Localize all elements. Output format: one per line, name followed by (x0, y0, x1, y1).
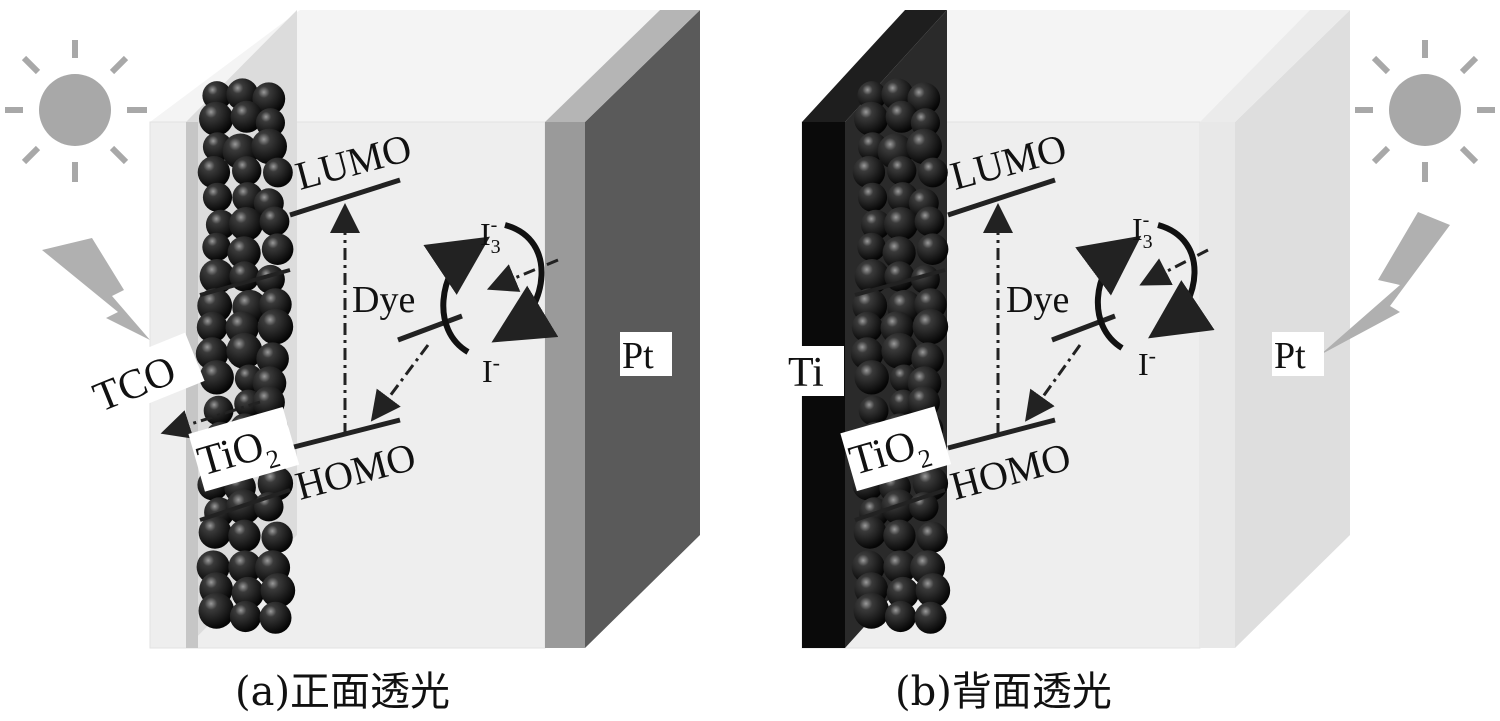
sun-icon (1355, 40, 1495, 182)
caption-back: (b)背面透光 (895, 669, 1112, 715)
tio2-particle (912, 308, 949, 345)
tio2-particle (911, 342, 944, 376)
tio2-particle (881, 332, 918, 369)
tio2-particle (259, 206, 290, 237)
pt-plate (585, 10, 700, 648)
tio2-particle (202, 232, 231, 262)
tio2-particle (914, 601, 947, 634)
tio2-particle (196, 311, 228, 343)
tio2-particle (916, 521, 948, 553)
lumo-level (289, 177, 401, 218)
tio2-particle (906, 128, 942, 165)
tio2-particle (261, 233, 294, 265)
iodide-label: I- (1138, 343, 1156, 382)
tio2-particle (229, 600, 262, 633)
ti-label: Ti (788, 350, 824, 396)
tio2-particle (228, 550, 262, 584)
dye-level (397, 313, 463, 343)
tio2-particle (914, 206, 945, 237)
tio2-particle (918, 157, 948, 188)
tio2-particle (252, 82, 286, 116)
tio2-particle (853, 515, 887, 549)
tio2-particle (251, 128, 287, 165)
tio2-particle (852, 156, 886, 189)
tio2-particle (261, 521, 293, 553)
pt-label: Pt (1274, 335, 1306, 377)
tio2-particle (857, 182, 888, 212)
tio2-particle (230, 100, 263, 133)
tio2-particle (884, 207, 918, 241)
tio2-particle (858, 395, 889, 426)
redox-dash (1139, 248, 1209, 286)
redox-cycle-arrow (1148, 222, 1215, 339)
tio2-particle (263, 157, 293, 188)
pt-label: Pt (622, 335, 654, 377)
tio2-particle (260, 573, 296, 608)
tio2-particle (199, 259, 235, 294)
tio2-particle (915, 573, 951, 608)
tio2-particle (851, 311, 883, 343)
tio2-particle (228, 519, 261, 552)
tio2-particle (854, 259, 890, 294)
tio2-particle (883, 519, 916, 552)
tio2-particle (199, 360, 234, 395)
tio2-particle (257, 308, 294, 345)
tio2-particle (226, 332, 263, 369)
tio2-particle (857, 81, 887, 111)
redox-dash (486, 258, 559, 292)
tio2-particle (907, 82, 941, 116)
tio2-particle (883, 550, 917, 584)
tio2-particle (202, 182, 233, 212)
tio2-particle (229, 207, 263, 241)
lightning-icon (42, 238, 150, 340)
tio2-particle (198, 592, 235, 629)
tio2-particle (887, 156, 917, 186)
sun-icon (5, 40, 147, 182)
caption-front: (a)正面透光 (235, 669, 450, 715)
tio2-particle (197, 156, 231, 189)
dye-level (1051, 313, 1116, 343)
dye-label: Dye (352, 279, 415, 321)
tio2-particle (860, 209, 891, 240)
panel-back-illumination: Ti TiO2 LUMO HOMO Dye I3- I- Pt (b)背面透光 (750, 0, 1500, 721)
tio2-particle (885, 100, 918, 133)
dye-label: Dye (1006, 279, 1069, 321)
tio2-particle (256, 342, 289, 376)
tio2-particle (198, 515, 232, 549)
tio2-particle (853, 592, 890, 629)
lightning-icon (1320, 212, 1450, 355)
homo-level (947, 417, 1056, 451)
tio2-particle (259, 601, 292, 634)
tio2-particle (886, 576, 920, 610)
tio2-particle (882, 236, 916, 270)
tio2-particle (231, 576, 265, 610)
tio2-particle (199, 101, 234, 136)
panel-front-illumination: TCO TiO2 LUMO HOMO Dye I3- I- Pt (a)正面透光 (5, 10, 700, 715)
i3-label: I3- (1132, 209, 1153, 253)
lumo-level (947, 177, 1056, 218)
tio2-particle (854, 360, 889, 395)
redox-cycle-arrow (491, 222, 559, 343)
tio2-particle (884, 600, 917, 633)
tio2-particle (205, 209, 236, 240)
electron-path-arrow (160, 400, 261, 439)
tio2-particle (202, 81, 232, 111)
tio2-particle (854, 101, 889, 136)
tio2-particle (227, 236, 261, 270)
i3-label: I3- (480, 214, 501, 258)
regeneration-arrow (1025, 344, 1082, 422)
iodide-label: I- (482, 350, 500, 389)
tio2-particle (916, 233, 949, 265)
tio2-particle (857, 232, 886, 262)
regeneration-arrow (370, 344, 430, 422)
tio2-particle (232, 156, 262, 186)
pt-plate (1235, 10, 1350, 648)
